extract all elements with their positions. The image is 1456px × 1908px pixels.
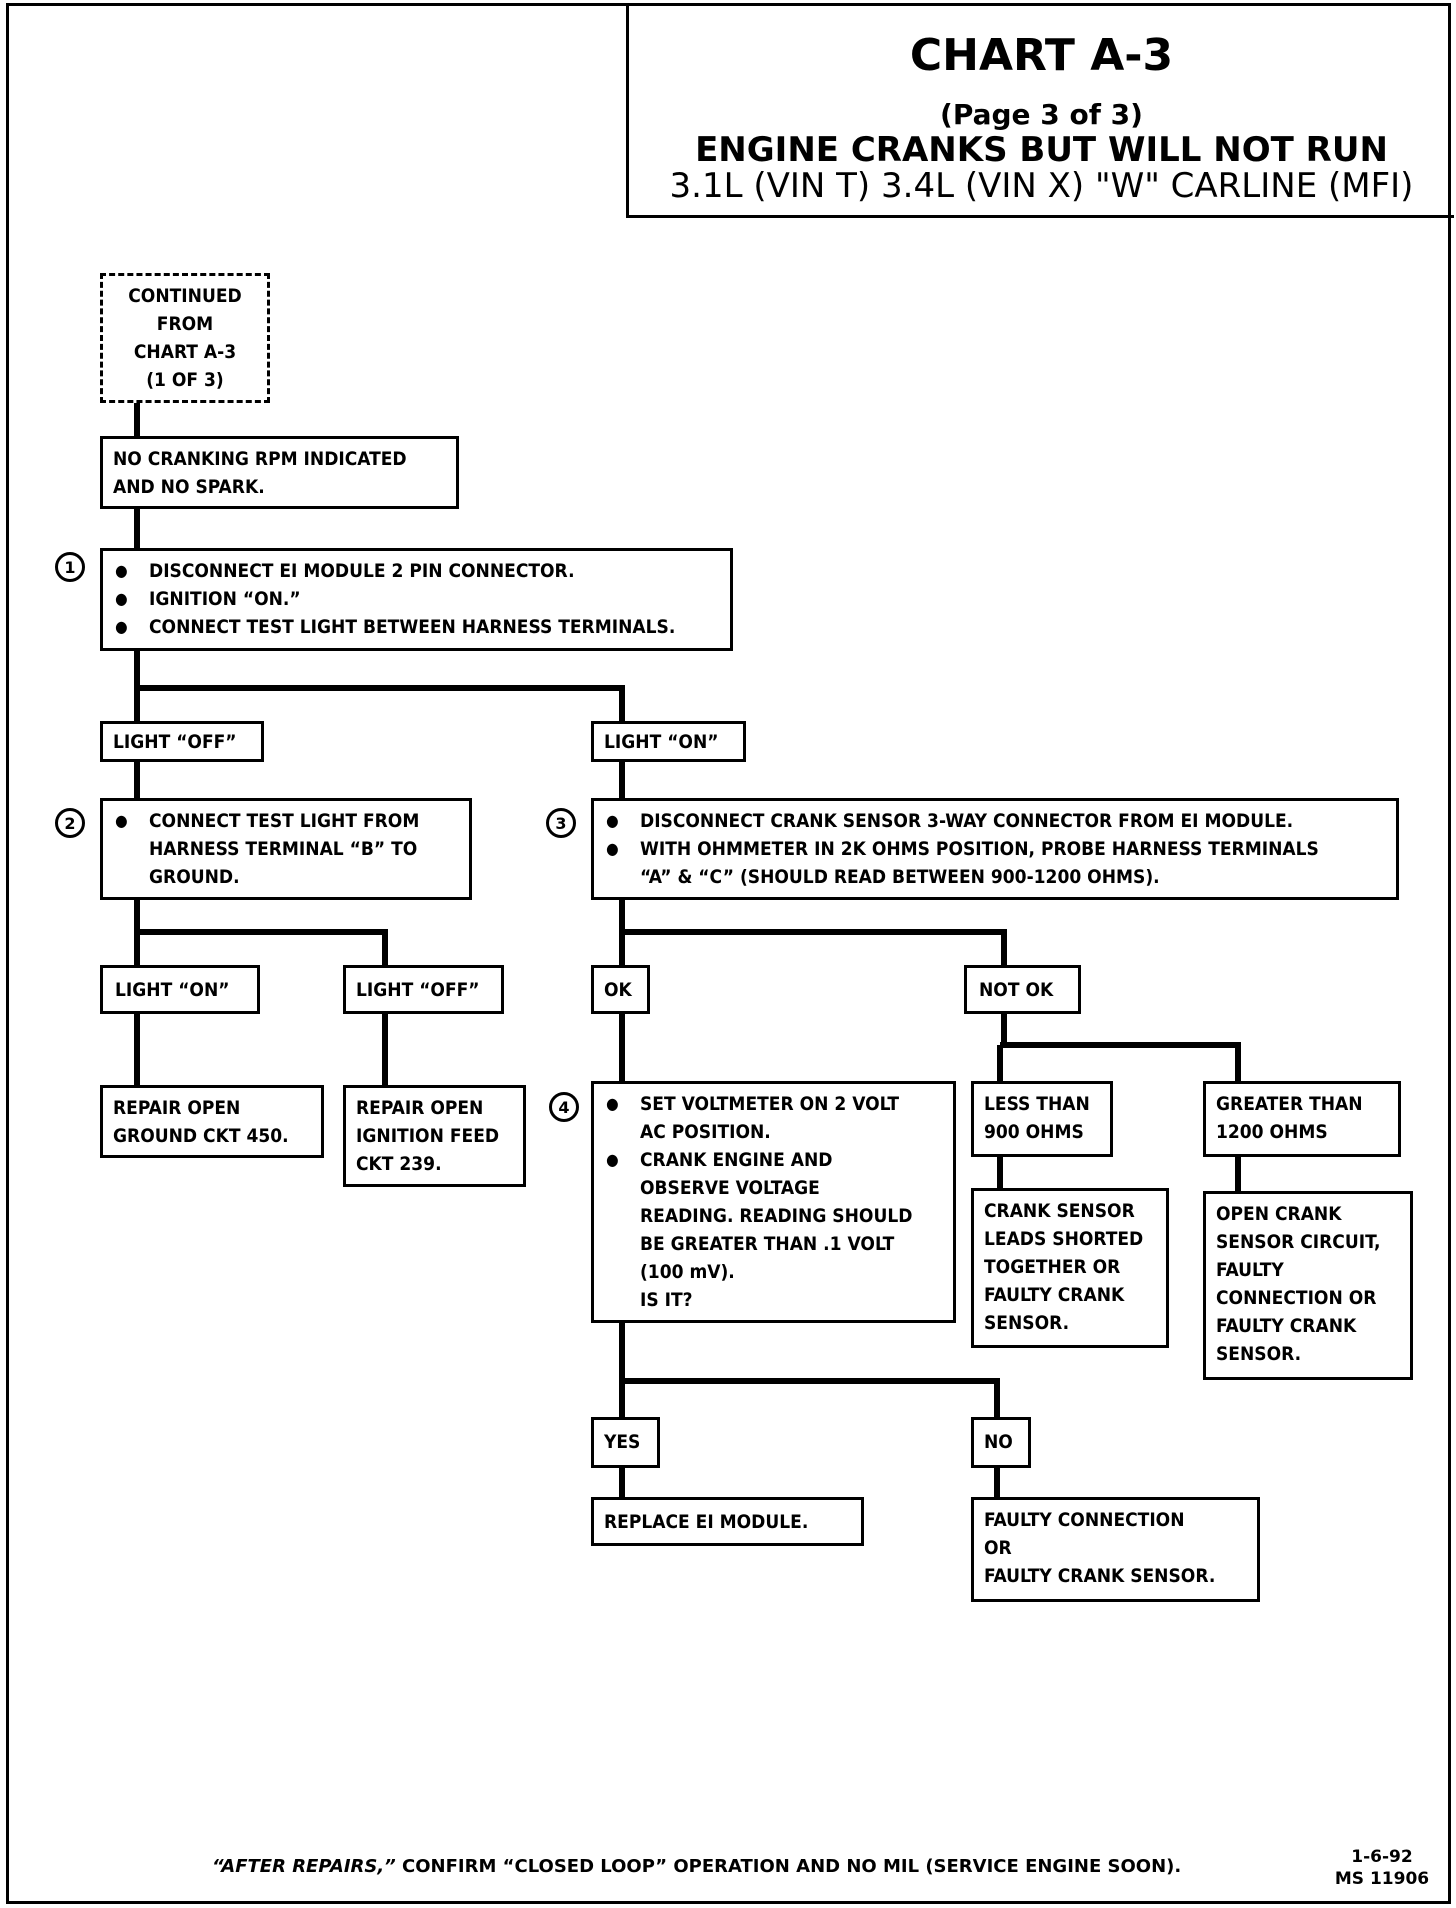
step3-item: WITH OHMMETER IN 2K OHMS POSITION, PROBE… (604, 835, 1386, 891)
box-text: FAULTY CRANK (1216, 1315, 1357, 1337)
title-block: CHART A-3 (Page 3 of 3) ENGINE CRANKS BU… (626, 6, 1454, 218)
box-text: REPAIR OPEN (113, 1097, 241, 1119)
box-text: CRANK SENSOR (984, 1200, 1135, 1222)
greater-than-box: GREATER THAN 1200 OHMS (1203, 1081, 1401, 1157)
no-cranking-box: NO CRANKING RPM INDICATED AND NO SPARK. (100, 436, 459, 509)
replace-ei-box: REPLACE EI MODULE. (591, 1497, 864, 1546)
box-text: AND NO SPARK. (113, 476, 265, 498)
faulty-connection-box: FAULTY CONNECTION OR FAULTY CRANK SENSOR… (971, 1497, 1260, 1602)
box-text: 900 OHMS (984, 1121, 1084, 1143)
engine-applicability: 3.1L (VIN T) 3.4L (VIN X) "W" CARLINE (M… (669, 166, 1414, 206)
step-marker-4: 4 (549, 1092, 579, 1122)
box-text: FAULTY CONNECTION (984, 1509, 1185, 1531)
step1-box: DISCONNECT EI MODULE 2 PIN CONNECTOR. IG… (100, 548, 733, 651)
less-than-box: LESS THAN 900 OHMS (971, 1081, 1113, 1157)
light-on-box-1: LIGHT “ON” (591, 721, 746, 762)
box-text: SENSOR. (984, 1312, 1070, 1334)
box-text: SET VOLTMETER ON 2 VOLT (640, 1093, 900, 1115)
continued-from-box: CONTINUED FROM CHART A-3 (1 OF 3) (100, 273, 270, 403)
step2-item: CONNECT TEST LIGHT FROM HARNESS TERMINAL… (113, 807, 459, 891)
continued-line: FROM (156, 313, 214, 335)
box-text: OPEN CRANK (1216, 1203, 1342, 1225)
box-text: GREATER THAN (1216, 1093, 1363, 1115)
chart-subtitle: ENGINE CRANKS BUT WILL NOT RUN (695, 130, 1388, 170)
footer-code: MS 11906 (1334, 1869, 1430, 1889)
not-ok-box: NOT OK (964, 965, 1081, 1014)
continued-line: CHART A-3 (133, 341, 237, 363)
chart-page: CHART A-3 (Page 3 of 3) ENGINE CRANKS BU… (6, 3, 1454, 1904)
continued-line: CONTINUED (128, 285, 242, 307)
step1-item: DISCONNECT EI MODULE 2 PIN CONNECTOR. (113, 557, 720, 585)
box-text: GROUND. (149, 866, 240, 888)
box-text: CKT 239. (356, 1153, 442, 1175)
footer-note-text: CONFIRM “CLOSED LOOP” OPERATION AND NO M… (395, 1856, 1182, 1877)
step1-item: CONNECT TEST LIGHT BETWEEN HARNESS TERMI… (113, 613, 720, 641)
step-marker-2: 2 (55, 808, 85, 838)
box-text: OBSERVE VOLTAGE (640, 1177, 820, 1199)
connector (622, 1378, 1000, 1419)
footer-date: 1-6-92 (1351, 1847, 1413, 1867)
step4-box: SET VOLTMETER ON 2 VOLT AC POSITION. CRA… (591, 1081, 956, 1323)
step-marker-3: 3 (546, 808, 576, 838)
connector (137, 929, 388, 967)
connector (137, 685, 625, 723)
box-text: HARNESS TERMINAL “B” TO (149, 838, 418, 860)
box-text: BE GREATER THAN .1 VOLT (640, 1233, 895, 1255)
chart-title: CHART A-3 (909, 30, 1174, 81)
box-text: LEADS SHORTED (984, 1228, 1144, 1250)
box-text: WITH OHMMETER IN 2K OHMS POSITION, PROBE… (640, 838, 1319, 860)
no-box: NO (971, 1417, 1031, 1468)
box-text: REPAIR OPEN (356, 1097, 484, 1119)
box-text: (100 mV). (640, 1261, 735, 1283)
box-text: 1200 OHMS (1216, 1121, 1328, 1143)
step2-box: CONNECT TEST LIGHT FROM HARNESS TERMINAL… (100, 798, 472, 900)
crank-shorted-box: CRANK SENSOR LEADS SHORTED TOGETHER OR F… (971, 1188, 1169, 1348)
step-marker-1: 1 (55, 552, 85, 582)
light-on-box-2: LIGHT “ON” (100, 965, 260, 1014)
footer-note-emphasis: “AFTER REPAIRS,” (212, 1856, 396, 1877)
box-text: GROUND CKT 450. (113, 1125, 289, 1147)
step1-item: IGNITION “ON.” (113, 585, 720, 613)
box-text: “A” & “C” (SHOULD READ BETWEEN 900-1200 … (640, 866, 1160, 888)
box-text: LESS THAN (984, 1093, 1090, 1115)
box-text: TOGETHER OR (984, 1256, 1121, 1278)
continued-line: (1 OF 3) (146, 369, 224, 391)
step4-item: CRANK ENGINE AND OBSERVE VOLTAGE READING… (604, 1146, 943, 1314)
connector (622, 929, 1007, 967)
ok-box: OK (591, 965, 650, 1014)
box-text: IGNITION FEED (356, 1125, 500, 1147)
box-text: DISCONNECT CRANK SENSOR 3-WAY CONNECTOR … (640, 810, 1294, 832)
box-text: AC POSITION. (640, 1121, 771, 1143)
repair-ground-box: REPAIR OPEN GROUND CKT 450. (100, 1085, 324, 1158)
box-text: NO CRANKING RPM INDICATED (113, 448, 407, 470)
box-text: CONNECTION OR (1216, 1287, 1377, 1309)
light-off-box-1: LIGHT “OFF” (100, 721, 264, 762)
yes-box: YES (591, 1417, 660, 1468)
page-indicator: (Page 3 of 3) (940, 98, 1143, 131)
repair-ignition-box: REPAIR OPEN IGNITION FEED CKT 239. (343, 1085, 526, 1187)
connector (1000, 1042, 1241, 1083)
footer-note: “AFTER REPAIRS,” CONFIRM “CLOSED LOOP” O… (212, 1856, 1181, 1877)
box-text: OR (984, 1537, 1012, 1559)
box-text: IS IT? (640, 1289, 693, 1311)
open-crank-box: OPEN CRANK SENSOR CIRCUIT, FAULTY CONNEC… (1203, 1191, 1413, 1380)
step4-item: SET VOLTMETER ON 2 VOLT AC POSITION. (604, 1090, 943, 1146)
box-text: CRANK ENGINE AND (640, 1149, 833, 1171)
step3-box: DISCONNECT CRANK SENSOR 3-WAY CONNECTOR … (591, 798, 1399, 900)
box-text: SENSOR CIRCUIT, (1216, 1231, 1381, 1253)
box-text: SENSOR. (1216, 1343, 1302, 1365)
footer-reference: 1-6-92 MS 11906 (1332, 1846, 1432, 1890)
step3-item: DISCONNECT CRANK SENSOR 3-WAY CONNECTOR … (604, 807, 1386, 835)
box-text: FAULTY CRANK SENSOR. (984, 1565, 1216, 1587)
light-off-box-2: LIGHT “OFF” (343, 965, 504, 1014)
box-text: CONNECT TEST LIGHT FROM (149, 810, 420, 832)
box-text: FAULTY (1216, 1259, 1284, 1281)
box-text: FAULTY CRANK (984, 1284, 1125, 1306)
box-text: READING. READING SHOULD (640, 1205, 913, 1227)
